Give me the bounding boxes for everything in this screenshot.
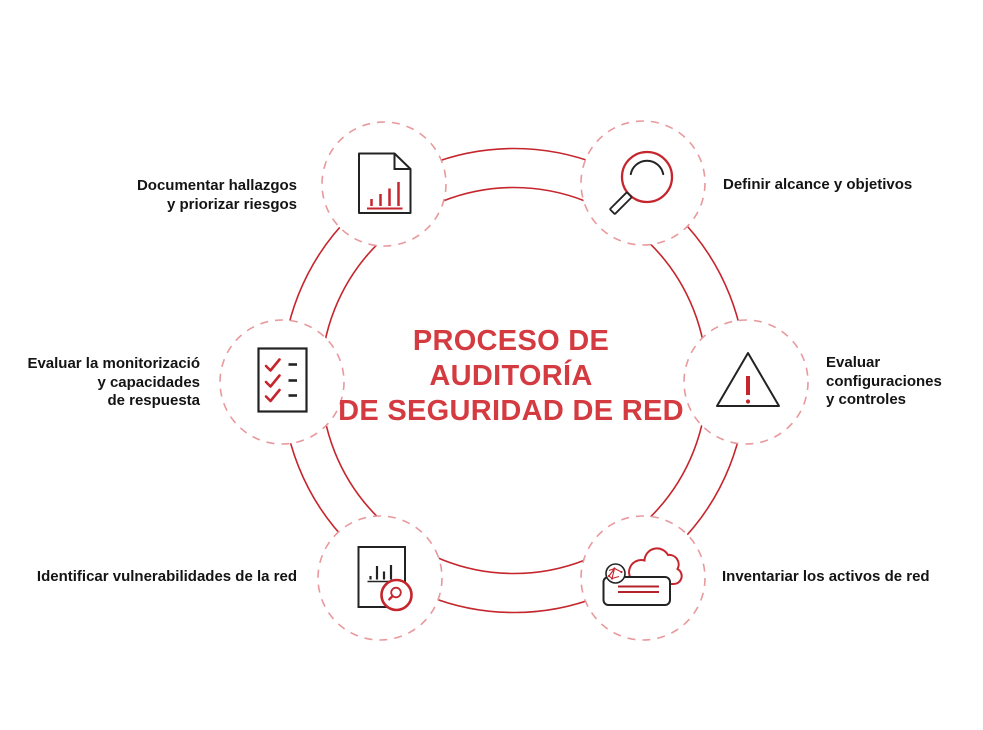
step-label-definir-alcance: Definir alcance y objetivos <box>723 176 913 193</box>
warning-triangle-icon <box>716 352 780 407</box>
page-title: PROCESO DE AUDITORÍA DE SEGURIDAD DE RED <box>338 325 684 427</box>
magnifier-icon <box>609 150 674 215</box>
node-inventariar-activos <box>580 515 706 641</box>
step-label-evaluar-configuraciones: Evaluar configuraciones y controles <box>826 354 942 408</box>
cloud-network-icon <box>602 547 683 606</box>
step-label-inventariar-activos: Inventariar los activos de red <box>722 568 930 585</box>
node-documentar-hallazgos <box>321 121 447 247</box>
step-label-evaluar-monitorizacion: Evaluar la monitorizació y capacidades d… <box>27 355 200 409</box>
checklist-icon <box>257 347 308 413</box>
step-label-documentar-hallazgos: Documentar hallazgos y priorizar riesgos <box>136 177 297 213</box>
step-label-identificar-vulnerabilidades: Identificar vulnerabilidades de la red <box>36 568 297 585</box>
node-evaluar-configuraciones <box>683 319 809 445</box>
document-chart-icon <box>358 152 412 214</box>
node-definir-alcance <box>580 120 706 246</box>
document-magnifier-icon <box>357 546 413 612</box>
node-identificar-vulnerabilidades <box>317 515 443 641</box>
node-evaluar-monitorizacion <box>219 319 345 445</box>
